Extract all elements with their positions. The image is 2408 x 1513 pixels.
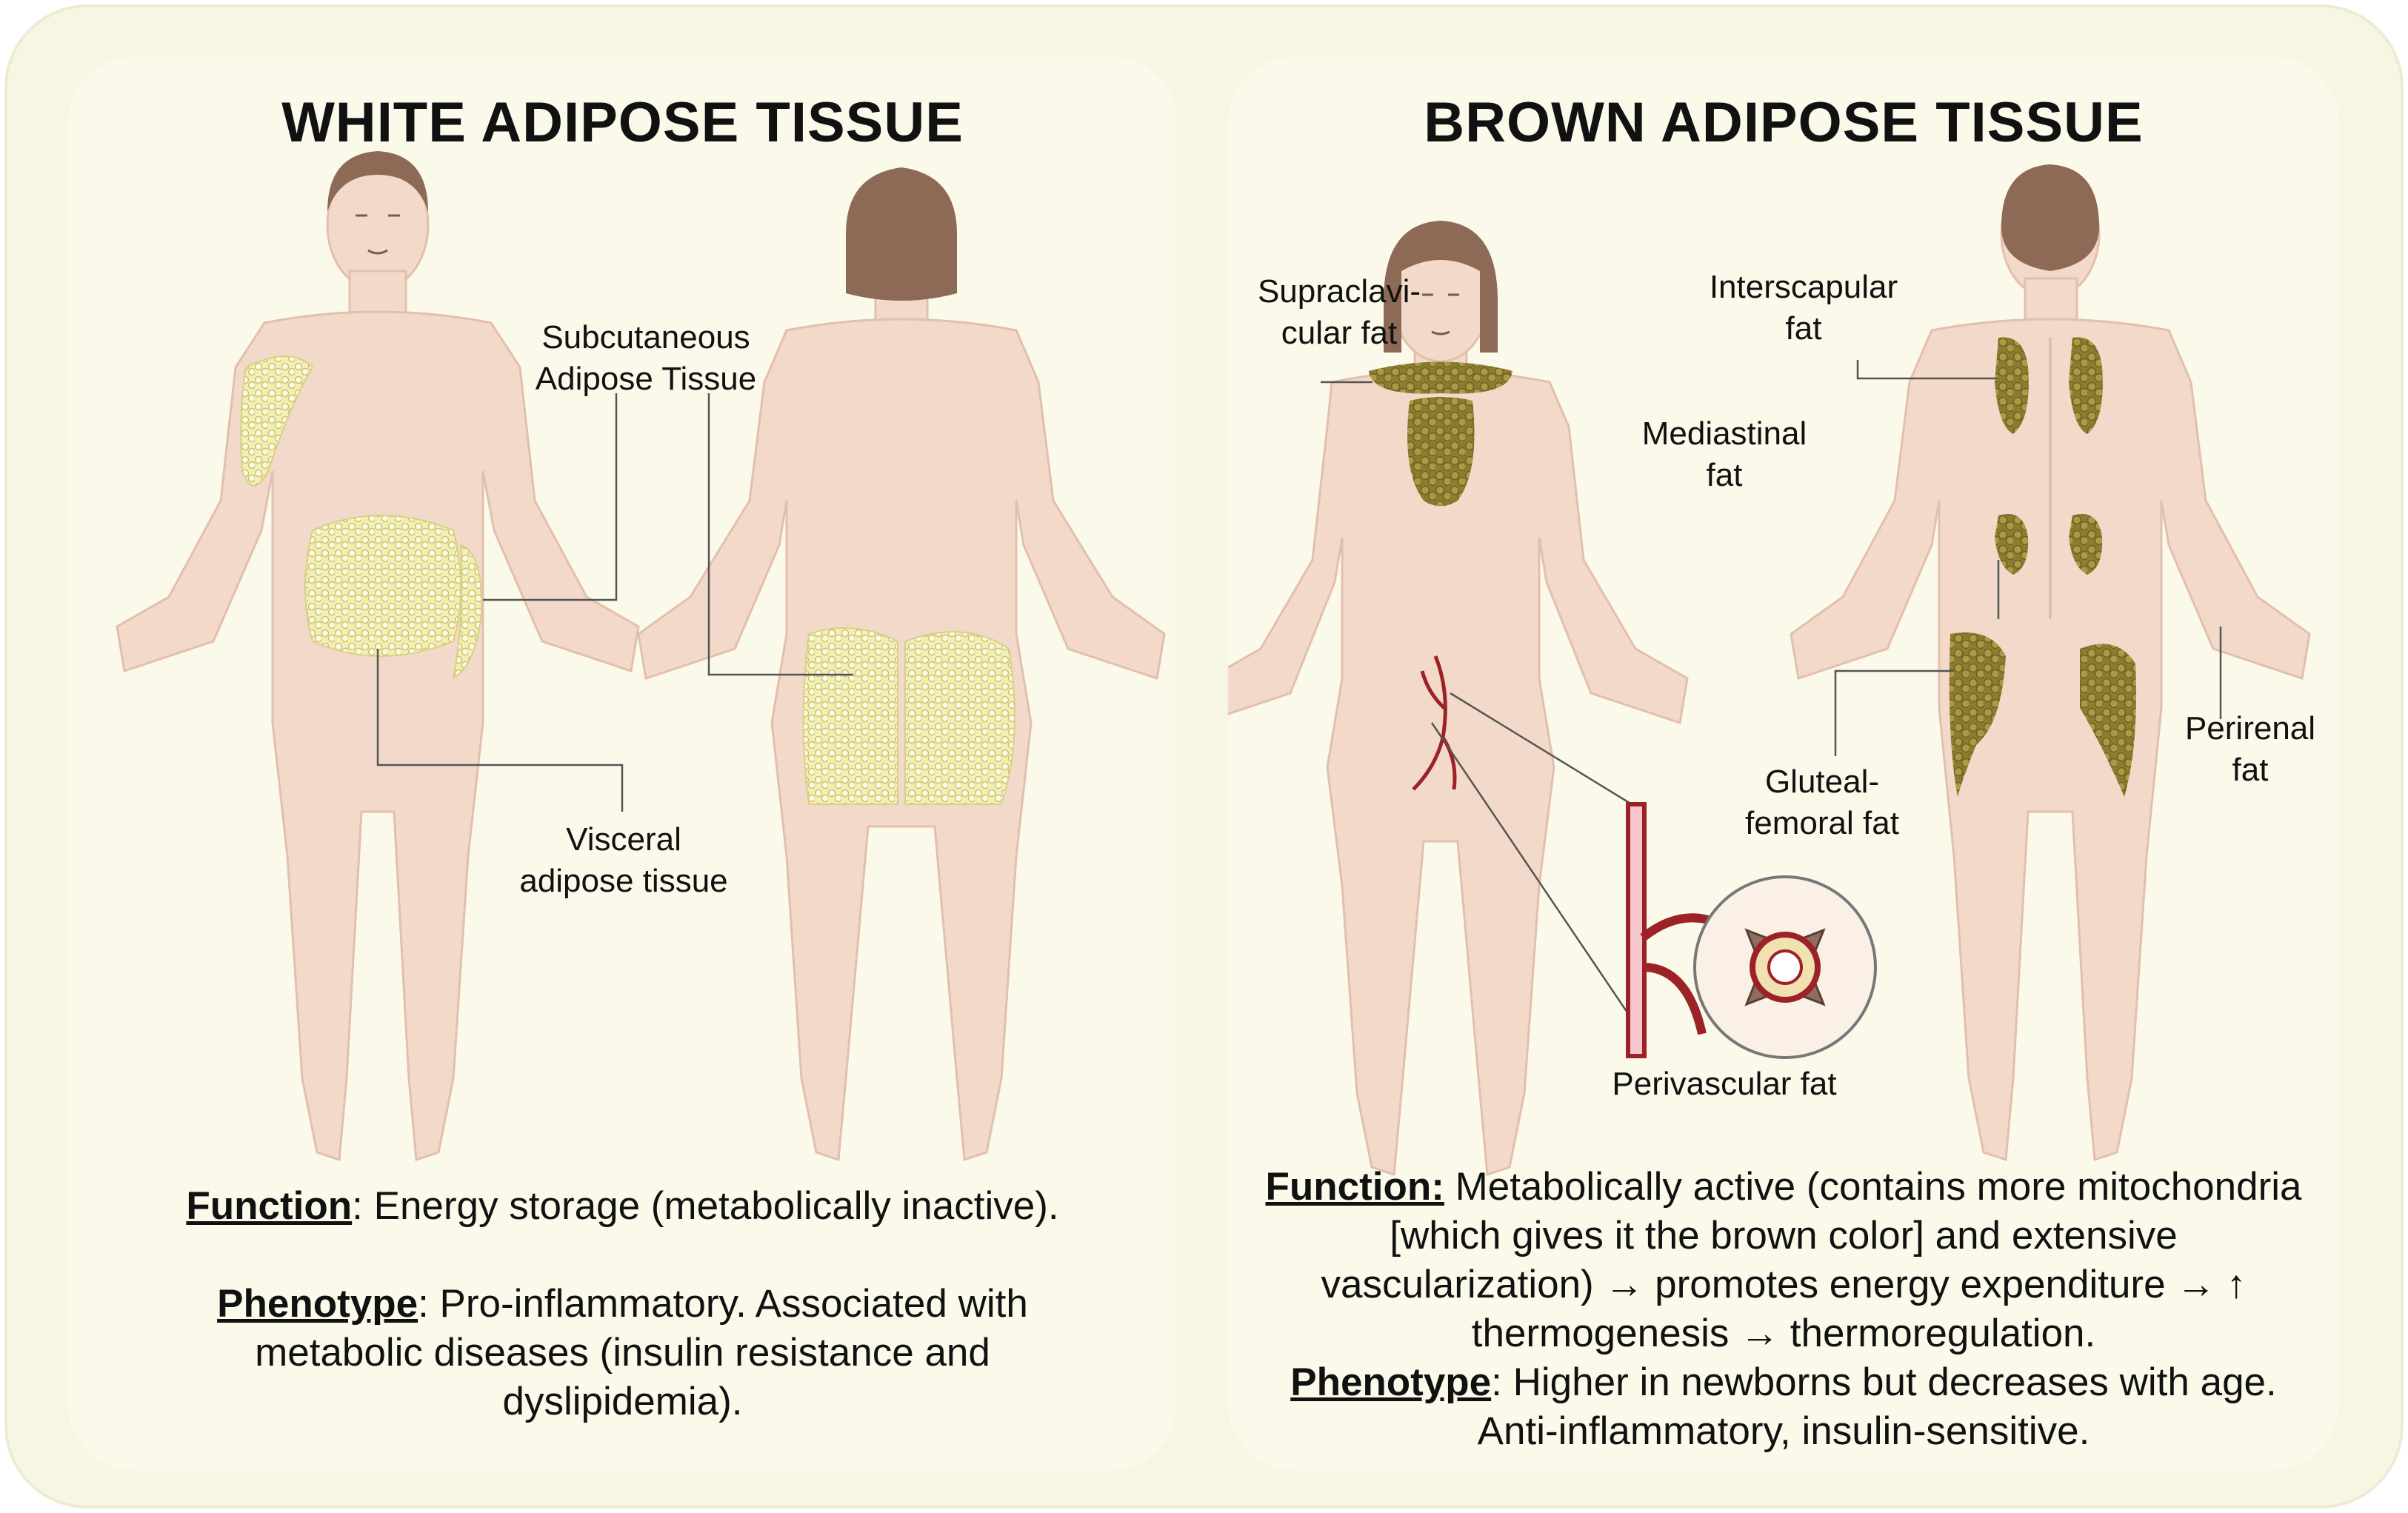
white-adipose-panel: WHITE ADIPOSE TISSUE [68,56,1177,1471]
male-face [356,214,400,255]
visceral-fat-deposit [304,515,461,657]
white-function-line: Function: Energy storage (metabolically … [68,1182,1177,1231]
flank-fat-deposit [452,544,483,681]
white-phenotype-line: Phenotype: Pro-inflammatory. Associated … [68,1280,1177,1426]
white-phenotype-text: : Pro-inflammatory. Associated with meta… [255,1282,1028,1423]
mediastinal-fat-deposit [1407,397,1475,507]
white-phenotype-key: Phenotype [217,1282,418,1326]
white-leader-lines [376,393,853,812]
brown-leader-lines [1321,360,2222,1020]
shoulder-fat-deposit [240,355,314,487]
supraclavicular-fat-deposit [1369,361,1512,394]
white-function-key: Function [186,1184,353,1228]
label-interscapular: Interscapular fat [1709,269,1898,347]
interscapular-fat-left [1995,337,2029,434]
brown-function-text: Metabolically active (contains more mito… [1321,1165,2302,1355]
label-supraclavicular: Supraclavi- cular fat [1257,273,1421,351]
white-function-text: : Energy storage (metabolically inactive… [352,1184,1059,1228]
gluteal-femoral-fat-right [2080,644,2136,797]
white-panel-title: WHITE ADIPOSE TISSUE [281,91,964,154]
white-description: Function: Energy storage (metabolically … [68,1182,1177,1426]
gluteal-femoral-fat-left [1949,632,2006,797]
brown-adipose-panel: BROWN ADIPOSE TISSUE [1228,56,2339,1471]
label-gluteal-femoral: Gluteal- femoral fat [1745,764,1899,841]
female-front-hair [1384,221,1498,353]
female-back-body [637,284,1166,1162]
perirenal-fat-right [2069,514,2103,575]
brown-adipose-illustration [1228,164,2311,1177]
brown-phenotype-key: Phenotype [1290,1360,1492,1404]
brown-phenotype-line: Phenotype: Higher in newborns but decrea… [1265,1358,2302,1456]
gluteal-fat-deposit [802,627,1015,805]
white-adipose-illustration [116,151,1166,1162]
label-visceral: Visceral adipose tissue [519,821,728,899]
male-hair [327,151,428,212]
brown-function-key: Function: [1265,1165,1444,1209]
label-perivascular: Perivascular fat [1612,1066,1837,1102]
brown-description: Function: Metabolically active (contains… [1228,1163,2339,1456]
brown-function-line: Function: Metabolically active (contains… [1265,1163,2302,1358]
brown-phenotype-text: : Higher in newborns but decreases with … [1477,1360,2277,1453]
label-perirenal: Perirenal fat [2184,710,2316,788]
label-mediastinal: Mediastinal fat [1641,415,1807,493]
label-subcutaneous: Subcutaneous Adipose Tissue [535,319,757,397]
female-face [1422,293,1459,335]
interscapular-fat-right [2069,337,2103,434]
perirenal-fat-left [1995,514,2029,575]
vessel-inset [1626,802,1877,1059]
male-back-hair [2001,164,2099,271]
brown-panel-title: BROWN ADIPOSE TISSUE [1424,91,2144,154]
female-back-hair [846,167,957,301]
